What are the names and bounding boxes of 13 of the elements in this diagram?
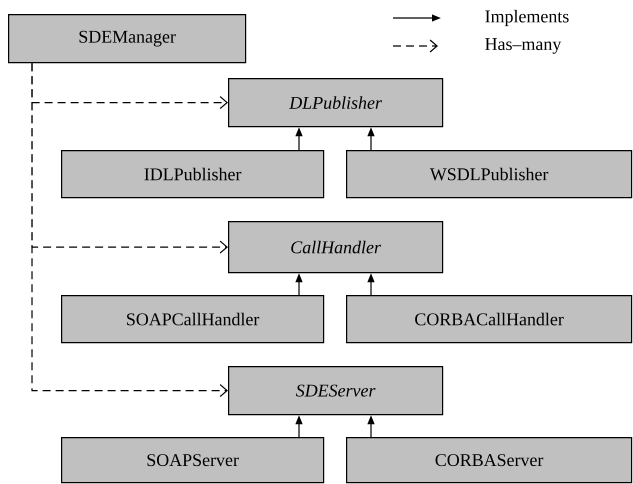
abstract-class-box: CallHandler [228,221,444,274]
class-box: CORBACallHandler [346,295,632,344]
class-box: CORBAServer [346,437,632,484]
class-box: IDLPublisher [61,150,324,198]
class-box: SOAPServer [61,437,324,484]
arrow [31,63,228,398]
abstract-class-box: SDEServer [228,366,444,416]
legend-text: Implements [485,10,569,26]
class-box: SOAPCallHandler [61,295,324,344]
class-box: WSDLPublisher [346,150,632,198]
abstract-class-box: DLPublisher [228,78,444,128]
class-box: SDEManager [8,14,246,64]
legend-text: Has–many [485,38,562,54]
